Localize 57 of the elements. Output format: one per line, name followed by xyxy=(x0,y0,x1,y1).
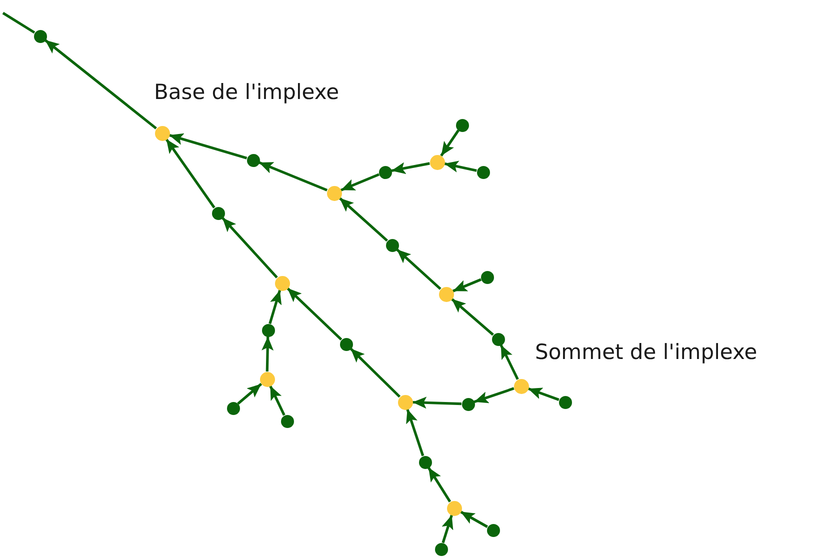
circle-node xyxy=(262,324,274,336)
node-caption: Sommet de l'implexe xyxy=(535,340,758,366)
arrow xyxy=(444,160,477,172)
circle-node xyxy=(326,186,342,200)
arrow xyxy=(406,408,424,456)
arrow xyxy=(268,290,282,324)
arrow xyxy=(221,216,278,278)
arrow xyxy=(269,385,286,416)
circle-node xyxy=(340,338,352,350)
circle-node xyxy=(212,206,224,220)
arrow xyxy=(452,278,482,292)
circle-node xyxy=(434,542,448,556)
arrow xyxy=(500,344,519,380)
arrow xyxy=(528,387,560,401)
circle-node xyxy=(280,414,294,428)
circle-node xyxy=(462,398,474,410)
circle-node xyxy=(418,456,432,468)
circle-node xyxy=(456,118,468,132)
arrow xyxy=(338,197,388,242)
arrow xyxy=(237,382,262,405)
circle-node xyxy=(274,276,290,290)
arrow xyxy=(442,514,454,544)
arrow xyxy=(165,138,216,208)
circle-node xyxy=(558,396,572,408)
arrow xyxy=(391,162,430,174)
arrow xyxy=(450,298,494,336)
circle-node xyxy=(476,166,490,178)
node-caption: Base de l'implexe xyxy=(154,80,340,106)
circle-node xyxy=(492,332,504,346)
arrow xyxy=(286,287,342,340)
circle-node xyxy=(480,270,494,284)
arrow xyxy=(427,466,452,502)
connector-line xyxy=(2,12,36,34)
arrow xyxy=(262,336,274,372)
arrow xyxy=(258,161,328,192)
circle-node xyxy=(398,394,412,410)
arrow xyxy=(350,348,401,398)
circle-node xyxy=(246,154,260,166)
arrow xyxy=(44,39,157,130)
circle-node xyxy=(378,166,392,178)
arrow xyxy=(440,130,460,157)
circle-node xyxy=(154,126,170,140)
arrow xyxy=(340,173,380,192)
arrow xyxy=(412,396,462,409)
circle-node xyxy=(386,238,398,252)
circle-node xyxy=(486,524,500,536)
circle-node xyxy=(34,30,46,42)
arrow xyxy=(168,133,248,160)
circle-node xyxy=(226,402,240,414)
circle-node xyxy=(430,154,444,170)
circle-node xyxy=(446,500,462,516)
arrow xyxy=(474,387,514,404)
arrow xyxy=(460,510,488,528)
circle-node xyxy=(514,378,528,394)
circle-node xyxy=(260,372,274,386)
arrow xyxy=(396,248,442,290)
circle-node xyxy=(438,286,454,302)
